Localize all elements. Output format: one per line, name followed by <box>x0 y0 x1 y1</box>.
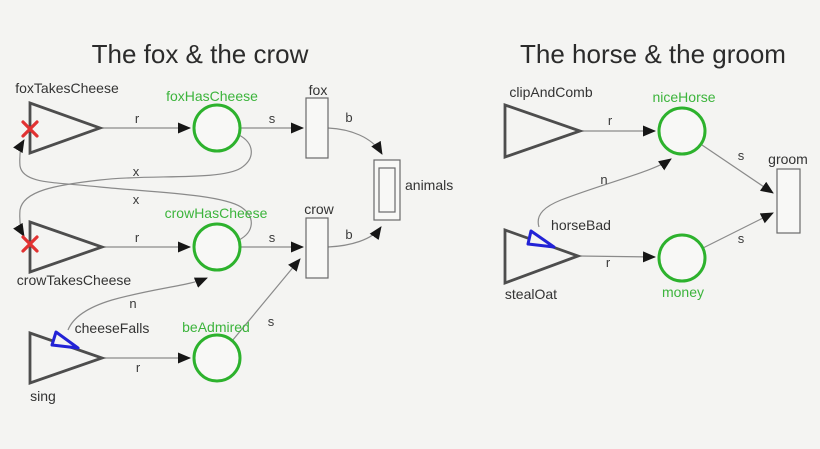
edge-label-s: s <box>268 314 275 329</box>
edge-label-r: r <box>608 113 613 128</box>
subtransition-cheeseFalls-icon <box>50 330 80 350</box>
label-clipAndComb: clipAndComb <box>509 84 592 100</box>
horse-groom-diagram: The horse & the groom clipAndComb niceHo… <box>503 39 808 302</box>
place-beAdmired <box>192 333 242 383</box>
edge-label-s: s <box>269 230 276 245</box>
red-x-icon <box>21 120 39 138</box>
edge-label-s: s <box>738 148 745 163</box>
edge-money-to-groom <box>702 212 774 249</box>
edge-label-r: r <box>135 230 140 245</box>
label-sing: sing <box>30 388 56 404</box>
label-foxHasCheese: foxHasCheese <box>166 88 258 104</box>
agent-animals-rect <box>373 159 401 221</box>
place-crowHasCheese <box>192 222 242 272</box>
edge-label-b: b <box>345 110 352 125</box>
transition-foxTakesCheese <box>28 101 105 155</box>
edge-label-x-upper: x <box>133 164 140 179</box>
edge-label-r: r <box>606 255 611 270</box>
agent-fox-rect <box>305 97 329 159</box>
edge-label-r: r <box>136 360 141 375</box>
label-niceHorse: niceHorse <box>652 89 715 105</box>
edge-label-b: b <box>345 227 352 242</box>
label-money: money <box>662 284 704 300</box>
label-animals: animals <box>405 177 453 193</box>
edge-horseBad-to-niceHorse <box>537 158 672 228</box>
label-fox: fox <box>309 82 328 98</box>
edge-label-x-lower: x <box>133 192 140 207</box>
right-diagram-title: The horse & the groom <box>520 39 786 69</box>
edge-beAdmired-to-crow <box>231 258 301 342</box>
left-diagram-title: The fox & the crow <box>92 39 309 69</box>
edge-crowHasCheese-to-foxTakesCheese-x <box>13 139 252 241</box>
edge-label-n: n <box>600 172 607 187</box>
label-groom: groom <box>768 151 808 167</box>
label-crowHasCheese: crowHasCheese <box>165 205 268 221</box>
edge-label-s: s <box>269 111 276 126</box>
edge-cheeseFalls-to-crowHasCheese <box>67 277 208 331</box>
edge-fox-to-animals <box>327 127 383 155</box>
label-stealOat: stealOat <box>505 286 557 302</box>
agent-crow-rect <box>305 217 329 279</box>
subtransition-horseBad-icon <box>526 229 556 249</box>
edge-label-r: r <box>135 111 140 126</box>
edge-niceHorse-to-groom <box>701 144 774 194</box>
edge-stealOat-to-money <box>577 251 656 263</box>
edge-label-n: n <box>129 296 136 311</box>
place-niceHorse <box>657 106 707 156</box>
label-horseBad: horseBad <box>551 217 611 233</box>
label-foxTakesCheese: foxTakesCheese <box>15 80 119 96</box>
edge-foxHasCheese-to-crowTakesCheese-x <box>13 134 252 237</box>
label-crow: crow <box>304 201 334 217</box>
red-x-icon <box>21 235 39 253</box>
edge-crow-to-animals <box>327 226 382 248</box>
label-crowTakesCheese: crowTakesCheese <box>17 272 132 288</box>
place-money <box>657 233 707 283</box>
fox-crow-diagram: The fox & the crow foxTakesCheese <box>13 39 453 404</box>
label-cheeseFalls: cheeseFalls <box>75 320 150 336</box>
transition-clipAndComb <box>503 103 585 159</box>
edge-label-s: s <box>738 231 745 246</box>
label-beAdmired: beAdmired <box>182 319 250 335</box>
agent-groom-rect <box>776 168 801 234</box>
place-foxHasCheese <box>192 103 242 153</box>
transition-crowTakesCheese <box>28 220 107 274</box>
agent-animals-inner-rect <box>378 167 396 213</box>
